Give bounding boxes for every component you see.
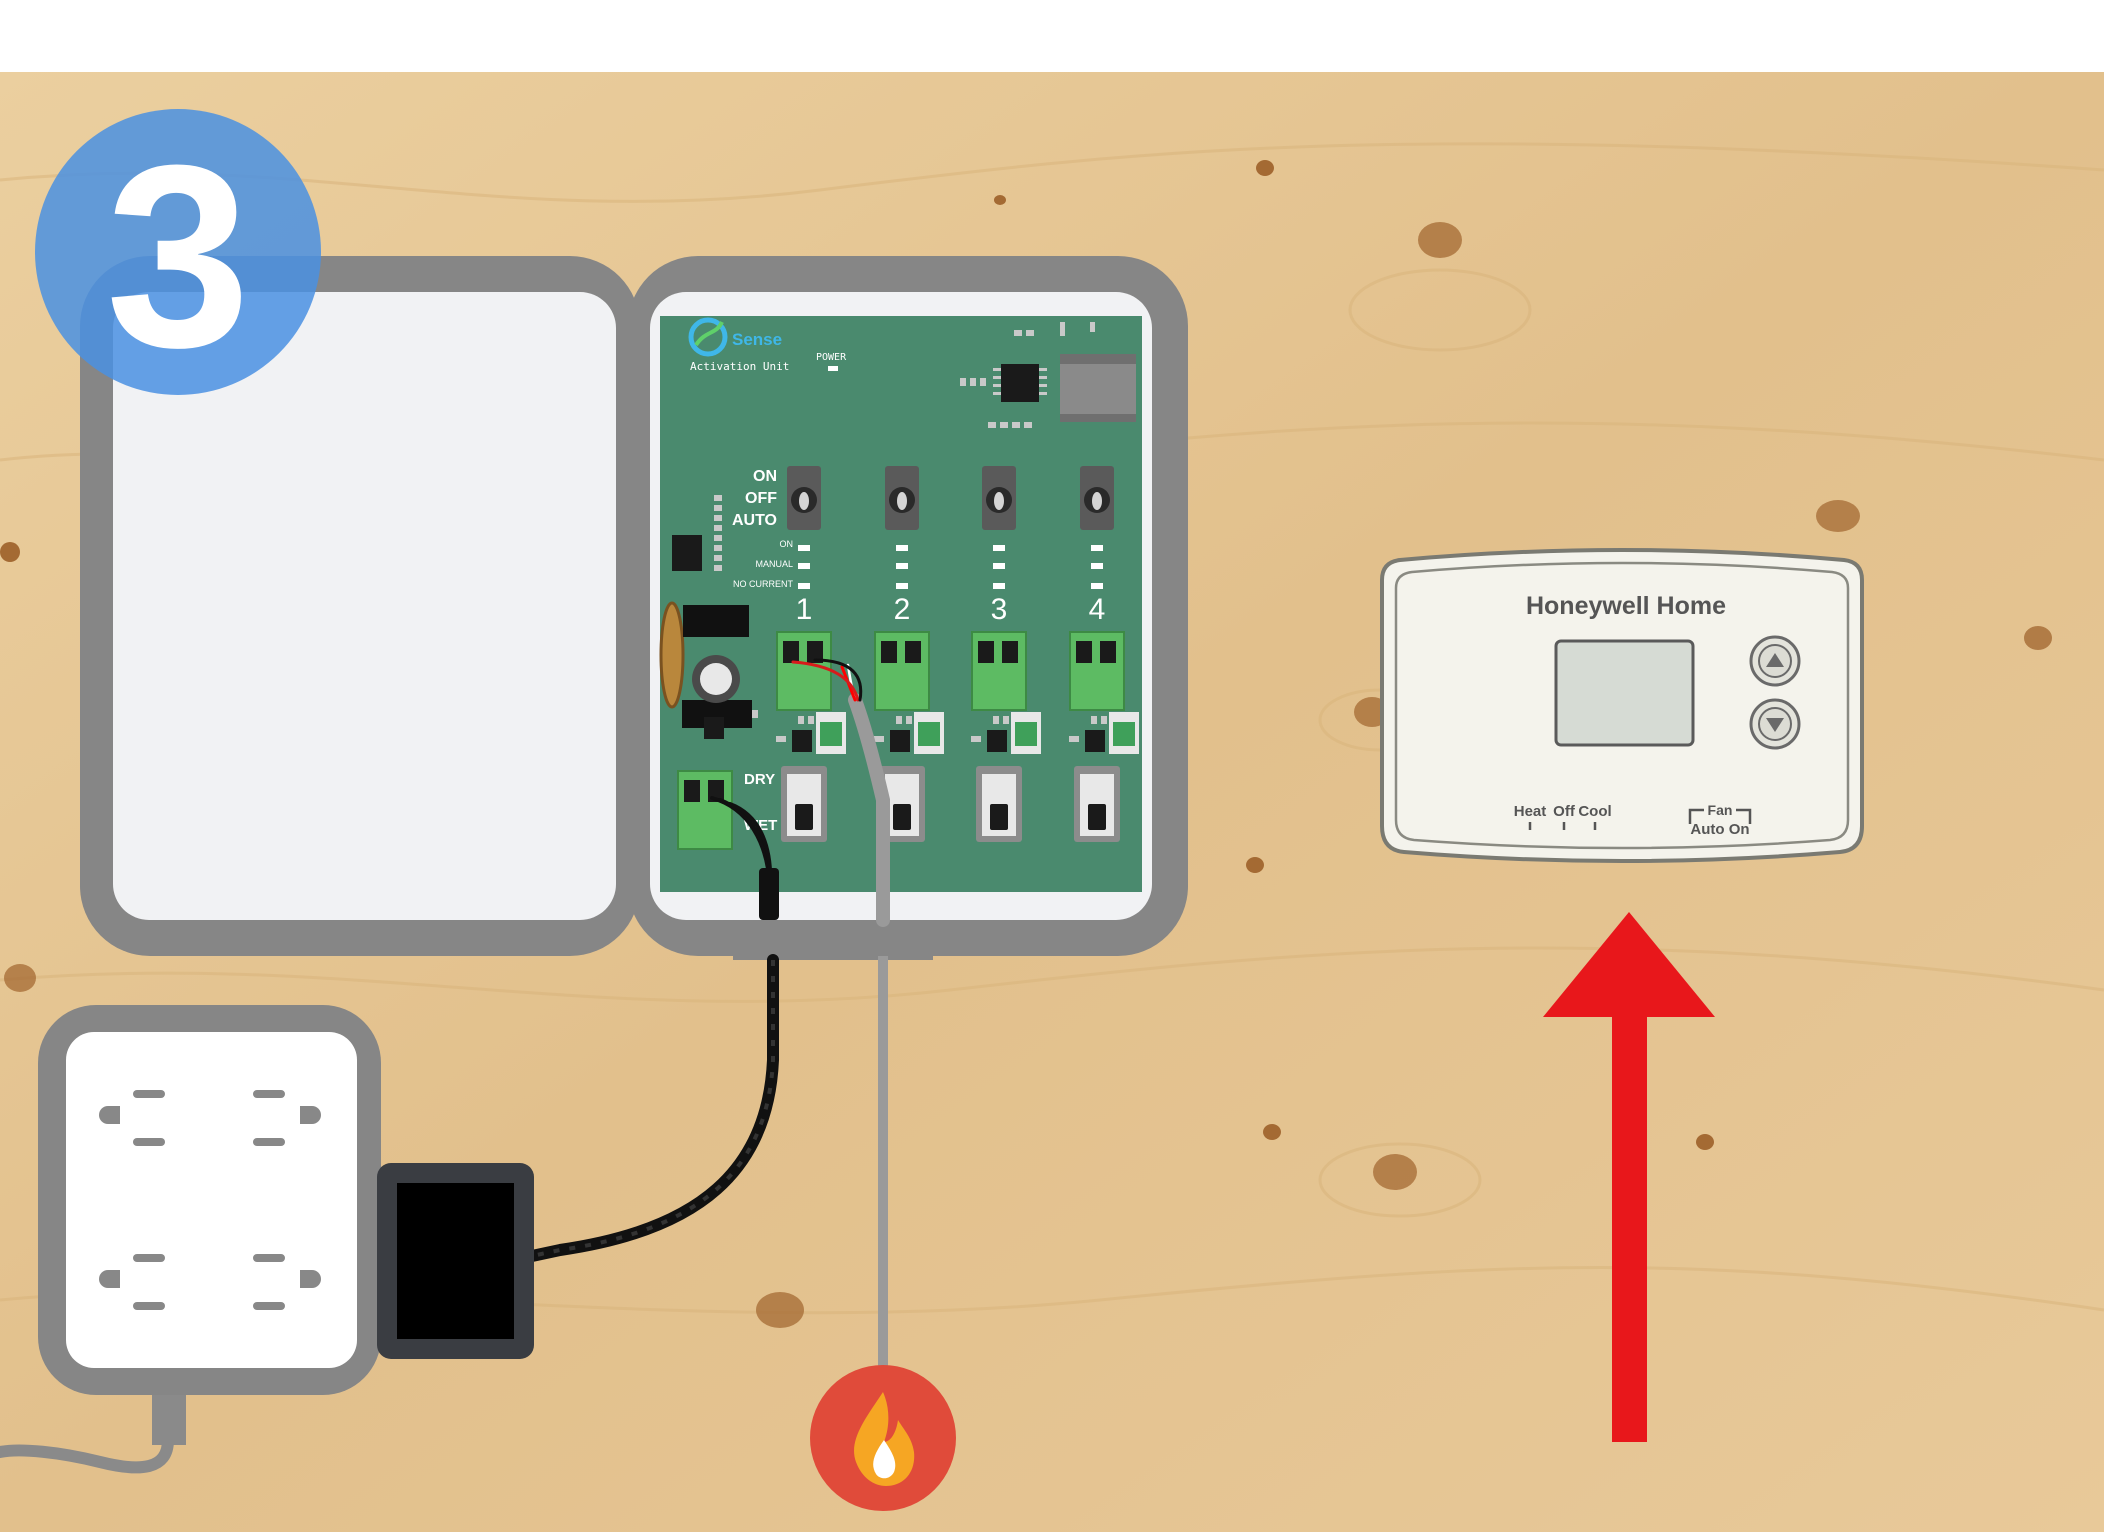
mode-switch-ticks: [1528, 822, 1597, 830]
internal-wiring: [710, 658, 890, 927]
dry-label: DRY: [744, 771, 775, 788]
switch-label-on: ON: [753, 468, 777, 485]
status-label-manual: MANUAL: [755, 559, 793, 569]
terminal-block-2[interactable]: [874, 631, 930, 711]
outlet-icon: [0, 1005, 381, 1474]
power-led: [828, 366, 838, 371]
channel-4: 4: [1069, 466, 1139, 842]
slide-switch-4[interactable]: [1074, 766, 1120, 842]
channel-3: 3: [971, 466, 1041, 842]
fan-options: Auto On: [1690, 821, 1749, 838]
power-adapter-icon: [377, 1163, 534, 1359]
slide-switch-2[interactable]: [879, 766, 925, 842]
channel-1: 1: [776, 466, 846, 842]
thermostat-display: [1554, 639, 1695, 747]
slide-switch-1[interactable]: [781, 766, 827, 842]
status-label-no-current: NO CURRENT: [733, 579, 794, 589]
flame-icon: [810, 1365, 956, 1511]
channel-number-2: 2: [894, 593, 911, 626]
activation-unit-enclosure: Sense Activation Unit POWER: [80, 256, 1188, 960]
power-label: POWER: [816, 352, 847, 363]
mode-label-cool: Cool: [1578, 803, 1611, 820]
relay-chip-2: [890, 730, 910, 752]
status-label-on: ON: [780, 539, 794, 549]
terminal-block-1[interactable]: [776, 631, 832, 711]
status-led-1-2: [798, 563, 810, 569]
toggle-switch-3[interactable]: [982, 466, 1016, 530]
terminal-block-3[interactable]: [971, 631, 1027, 711]
thermostat: Honeywell Home Heat Off Cool Fan Auto On: [1380, 548, 1864, 863]
channel-number-3: 3: [991, 593, 1008, 626]
controller-brand: Sense: [732, 330, 782, 349]
channel-group: 1 2 3 4: [776, 466, 1139, 842]
status-led-3-1: [993, 545, 1005, 551]
step-badge: 3: [35, 109, 321, 402]
status-led-3-3: [993, 583, 1005, 589]
step-number: 3: [106, 112, 251, 402]
temp-down-button[interactable]: [1749, 698, 1801, 750]
terminal-block-4[interactable]: [1069, 631, 1125, 711]
channel-number-4: 4: [1089, 593, 1106, 626]
toggle-switch-1[interactable]: [787, 466, 821, 530]
buzzer: [659, 601, 685, 709]
fan-label: Fan: [1708, 802, 1733, 818]
relay-chip-3: [987, 730, 1007, 752]
controller-subtitle: Activation Unit: [690, 360, 789, 373]
driver-chip: [672, 535, 702, 571]
status-led-2-3: [896, 583, 908, 589]
switch-label-auto: AUTO: [732, 512, 777, 529]
microcontroller-chip: [1001, 364, 1039, 402]
channel-2: 2: [874, 466, 944, 842]
status-led-4-3: [1091, 583, 1103, 589]
mode-label-off: Off: [1553, 803, 1576, 820]
relay-chip-4: [1085, 730, 1105, 752]
channel-number-1: 1: [796, 593, 813, 626]
toggle-switch-4[interactable]: [1080, 466, 1114, 530]
thermostat-brand: Honeywell Home: [1526, 592, 1726, 620]
chevron-up-icon: [1766, 653, 1784, 667]
status-led-4-2: [1091, 563, 1103, 569]
status-led-2-1: [896, 545, 908, 551]
status-led-1-1: [798, 545, 810, 551]
mode-label-heat: Heat: [1514, 803, 1547, 820]
radio-module: [1060, 354, 1136, 420]
sense-logo-icon: [688, 317, 728, 357]
power-cord-twist: [531, 960, 775, 1258]
status-led-1-3: [798, 583, 810, 589]
temp-up-button[interactable]: [1749, 635, 1801, 687]
switch-label-off: OFF: [745, 490, 777, 507]
arrow-up-icon: [1543, 912, 1715, 1442]
circuit-board: Sense Activation Unit POWER: [659, 316, 1142, 892]
status-led-2-2: [896, 563, 908, 569]
status-led-3-2: [993, 563, 1005, 569]
chevron-down-icon: [1766, 718, 1784, 732]
slide-switch-3[interactable]: [976, 766, 1022, 842]
relay-chip-1: [792, 730, 812, 752]
toggle-switch-2[interactable]: [885, 466, 919, 530]
status-led-4-1: [1091, 545, 1103, 551]
